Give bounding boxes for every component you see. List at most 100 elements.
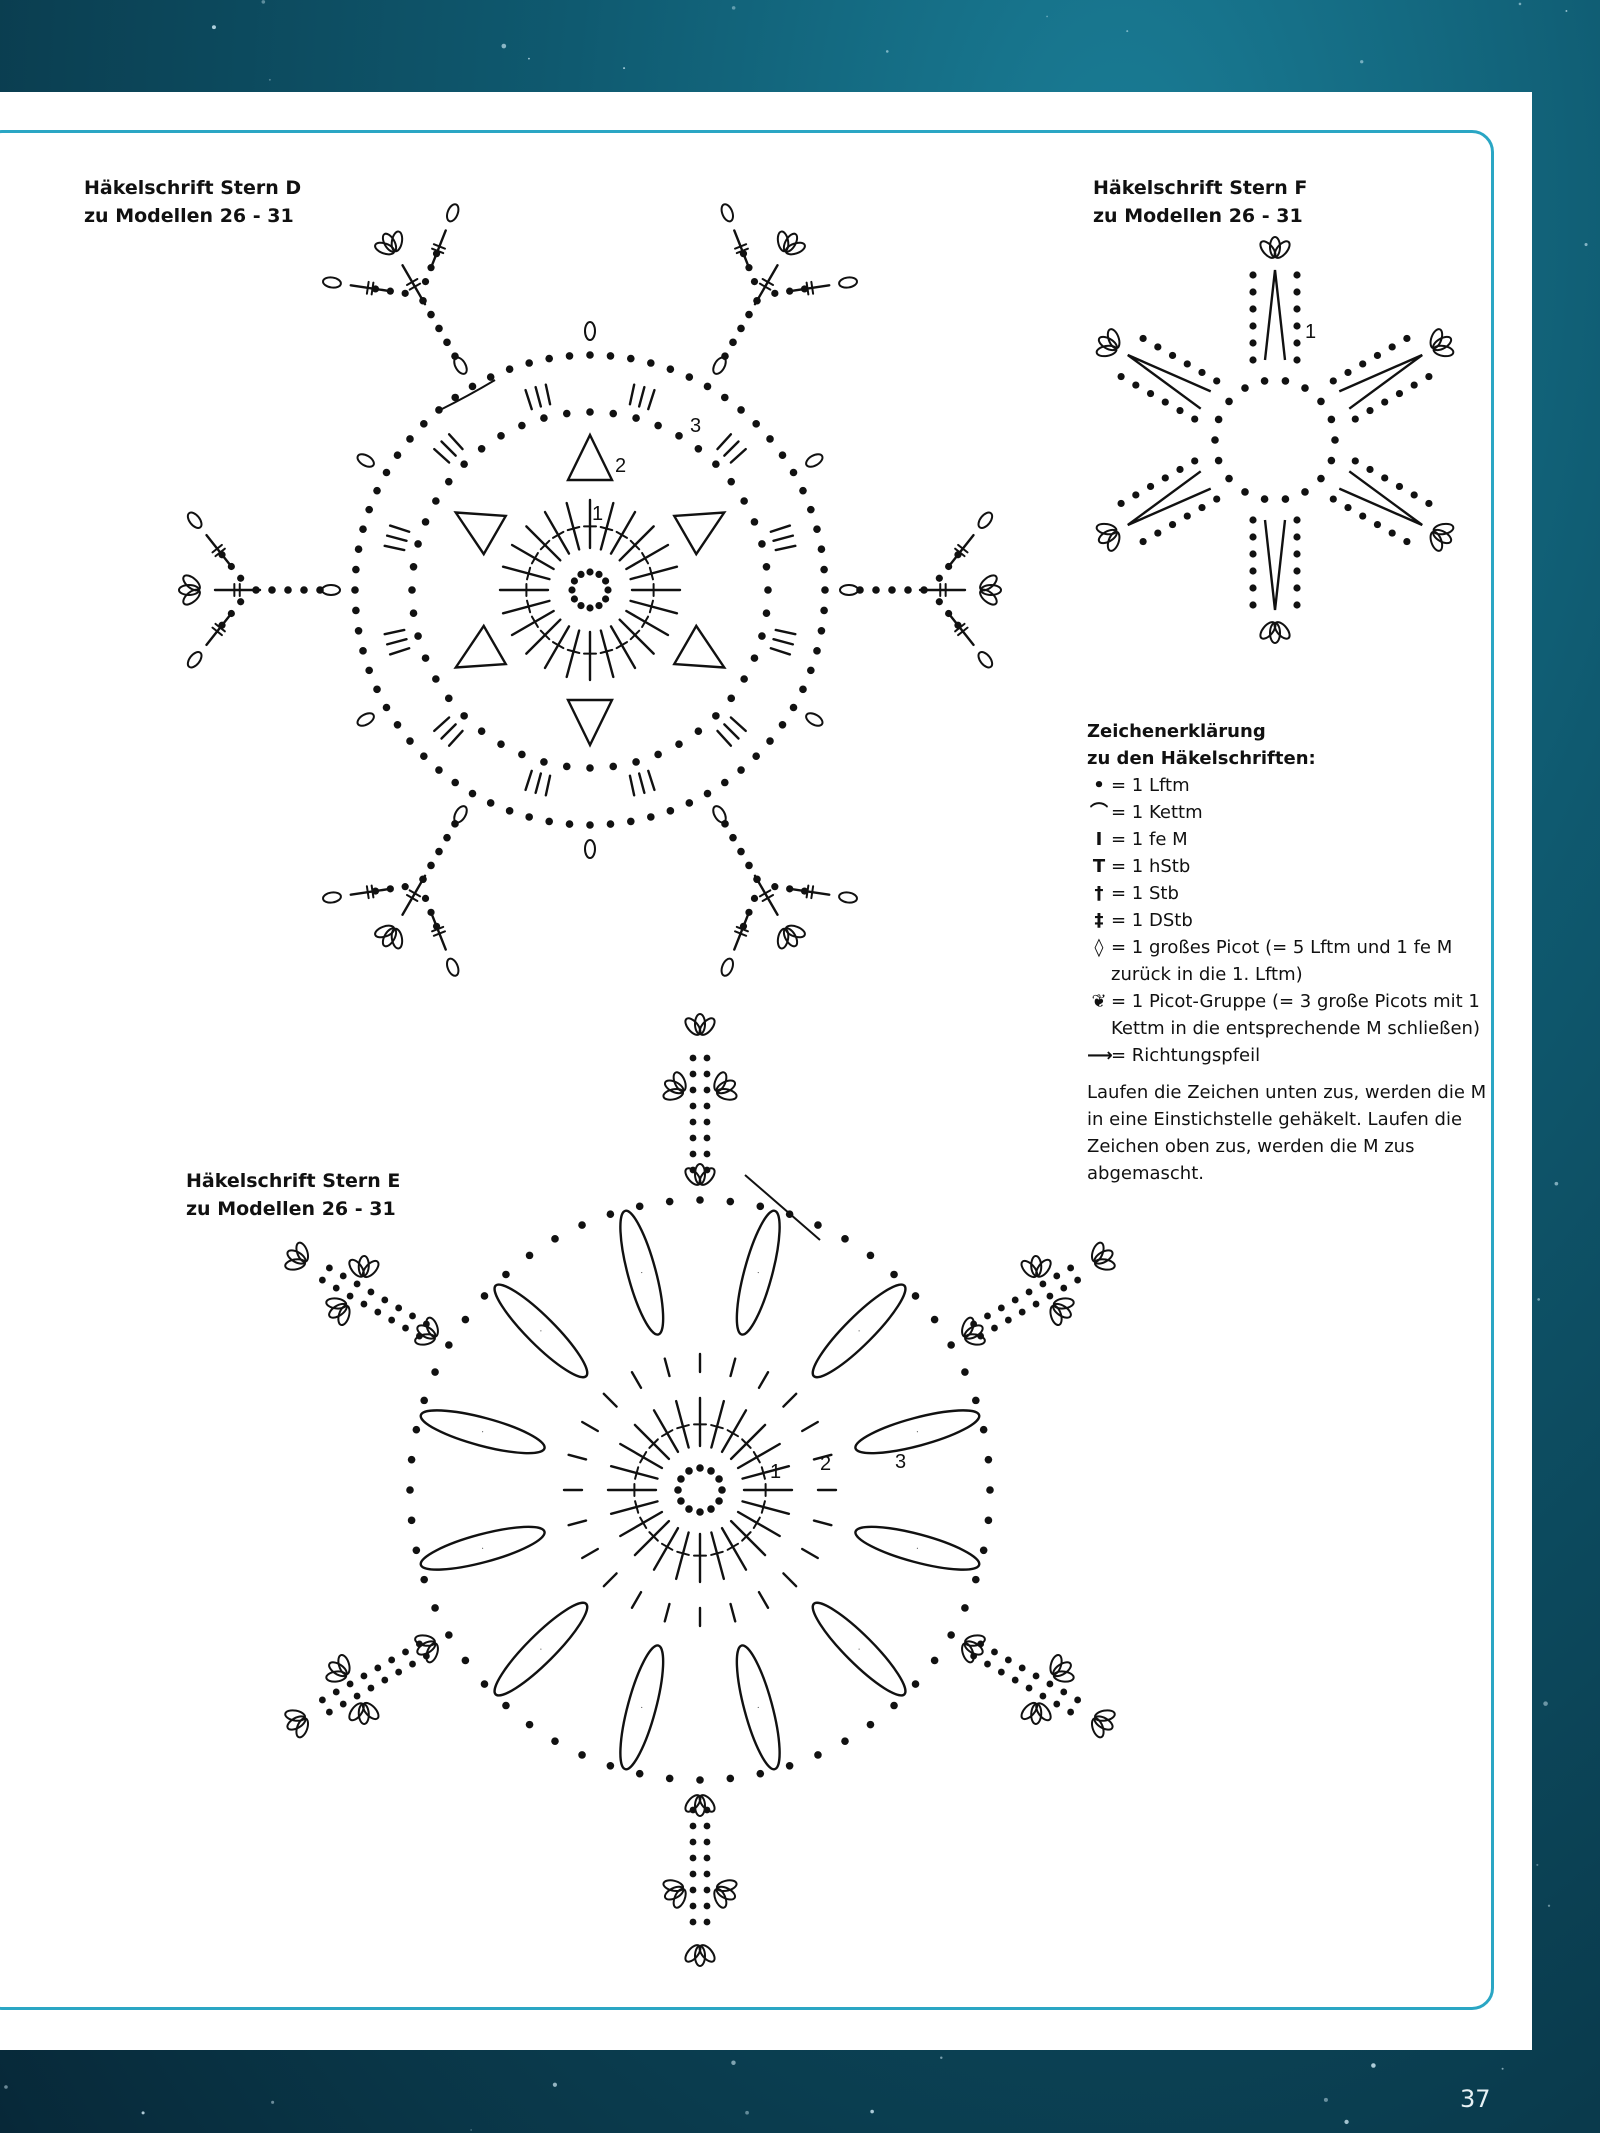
round-number-label: 1 [770, 1461, 781, 1483]
chain-dot-icon [373, 686, 381, 694]
picot-icon [838, 891, 857, 904]
treble-stitch-icon [503, 567, 549, 579]
chain-dot-icon [551, 1235, 559, 1243]
legend-item-text: = Richtungspfeil [1111, 1042, 1487, 1069]
picot-icon [322, 585, 340, 595]
chain-dot-icon [460, 460, 468, 468]
treble-stitch-icon [434, 449, 449, 462]
chain-dot-icon [460, 712, 468, 720]
chain-dot-icon [715, 1475, 723, 1483]
chain-dot-icon [721, 352, 729, 360]
chain-dot-icon [435, 766, 443, 774]
chain-dot-icon [420, 1397, 428, 1405]
treble-stitch-icon [582, 1422, 598, 1431]
chain-dot-icon [636, 1770, 644, 1778]
round-number-label: 1 [592, 503, 603, 525]
chain-dot-icon [406, 1486, 414, 1494]
chain-dot-icon [381, 1677, 388, 1684]
chain-dot-icon [1330, 377, 1337, 384]
chain-dot-icon [445, 478, 453, 486]
chain-dot-icon [947, 1631, 955, 1639]
chain-dot-icon [1140, 538, 1147, 545]
treble-stitch-icon [631, 567, 677, 579]
chain-dot-icon [422, 654, 430, 662]
chain-dot-icon [690, 1903, 697, 1910]
chain-dot-icon [786, 1762, 794, 1770]
stitch-bar [807, 283, 809, 295]
treble-stitch-icon [387, 536, 406, 541]
stitch-bar [807, 886, 809, 898]
chain-dot-icon [607, 352, 615, 360]
direction-arrow-icon [745, 1175, 820, 1240]
chain-dot-icon [740, 675, 748, 683]
chain-dot-icon [1293, 516, 1300, 523]
chain-dot-icon [961, 1368, 969, 1376]
legend-item: ‡= 1 DStb [1087, 907, 1487, 934]
chain-dot-icon [737, 325, 745, 333]
chain-dot-icon [1215, 457, 1223, 465]
treble-stitch-icon [722, 1528, 746, 1570]
chain-dot-icon [586, 604, 593, 611]
chain-dot-icon [1366, 466, 1373, 473]
treble-stitch-icon [403, 876, 426, 915]
chain-dot-icon [566, 352, 574, 360]
chain-dot-icon [326, 1265, 333, 1272]
legend-item: •= 1 Lftm [1087, 772, 1487, 799]
treble-stitch-icon [387, 639, 406, 644]
treble-stitch-icon [665, 1604, 670, 1621]
chain-dot-icon [690, 1871, 697, 1878]
chain-dot-icon [667, 365, 675, 373]
legend-item-text: = 1 hStb [1111, 853, 1487, 880]
direction-arrows [440, 380, 820, 1240]
chain-dot-icon [506, 365, 514, 373]
chain-dot-icon [462, 1657, 470, 1665]
picot-icon [716, 1879, 738, 1893]
chain-dot-icon [1213, 495, 1220, 502]
chain-dot-icon [1162, 398, 1169, 405]
treble-stitch-icon [743, 1501, 789, 1513]
legend-item: †= 1 Stb [1087, 880, 1487, 907]
treble-stitch-icon [731, 1604, 736, 1621]
chain-dot-icon [690, 1855, 697, 1862]
chain-dot-icon [427, 311, 435, 319]
chain-dot-icon [443, 834, 451, 842]
chain-dot-icon [540, 414, 548, 422]
chain-dot-icon [268, 586, 276, 594]
chain-dot-icon [1249, 584, 1256, 591]
treble-stitch-icon [731, 1521, 765, 1555]
legend-item-text: = 1 Kettm [1111, 799, 1487, 826]
chain-dot-icon [690, 1071, 697, 1078]
chain-dot-icon [704, 1839, 711, 1846]
chain-dot-icon [300, 586, 308, 594]
chain-dot-icon [690, 1135, 697, 1142]
chain-dot-icon [1184, 360, 1191, 367]
chain-dot-icon [715, 1497, 723, 1505]
chain-dot-icon [445, 1631, 453, 1639]
triangle-stitch-group [456, 513, 506, 555]
treble-stitch-icon [676, 1533, 688, 1579]
chain-dot-icon [1211, 436, 1219, 444]
treble-stitch-icon [759, 1372, 768, 1388]
chain-dot-icon [704, 1055, 711, 1062]
chain-dot-icon [763, 609, 771, 617]
chain-dot-icon [813, 647, 821, 655]
treble-stitch-icon [546, 776, 550, 796]
chain-dot-icon [340, 1701, 347, 1708]
chain-dot-icon [1249, 533, 1256, 540]
chain-dot-icon [707, 1505, 715, 1513]
legend-item-text: = 1 fe M [1111, 826, 1487, 853]
chain-dot-icon [1293, 601, 1300, 608]
chain-dot-icon [985, 1456, 993, 1464]
chain-dot-icon [333, 1689, 340, 1696]
chain-dot-icon [402, 883, 409, 890]
chain-dot-icon [578, 1751, 586, 1759]
chain-dot-icon [443, 339, 451, 347]
chain-dot-icon [1249, 271, 1256, 278]
chain-dot-icon [451, 820, 459, 828]
chain-dot-icon [1293, 567, 1300, 574]
chain-dot-icon [1249, 601, 1256, 608]
chain-dot-icon [685, 1467, 693, 1475]
treble-stitch-icon [676, 1401, 688, 1447]
chain-dot-icon [1293, 356, 1300, 363]
stern-d-chart: 123 [179, 203, 1001, 978]
